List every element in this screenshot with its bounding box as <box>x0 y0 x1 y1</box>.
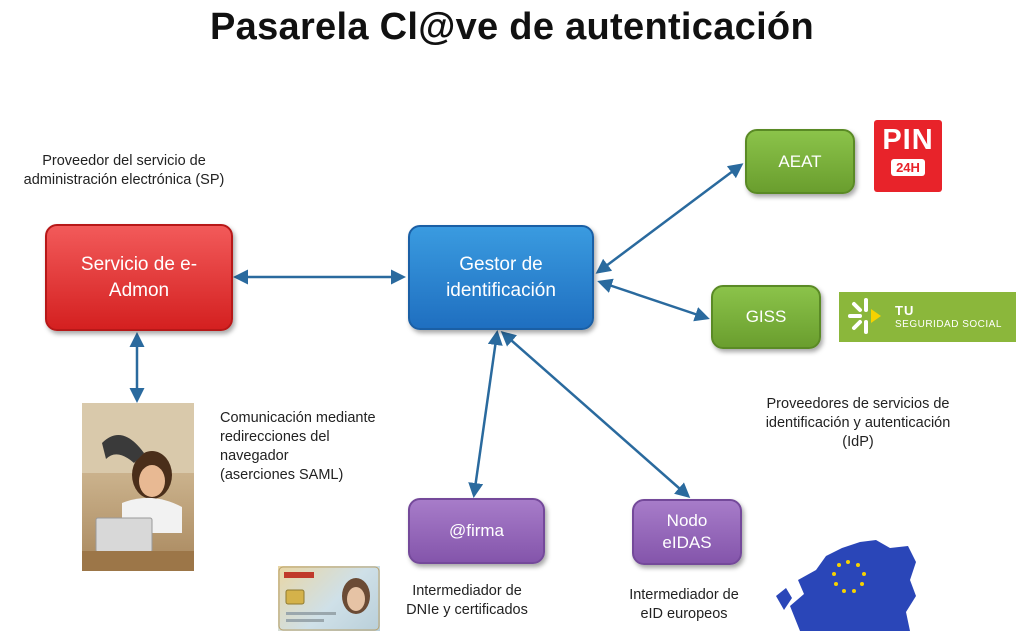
sp-caption: Proveedor del servicio de administración… <box>6 152 242 190</box>
comunicacion-caption: Comunicación mediante redirecciones del … <box>220 409 420 485</box>
firma-caption-line: Intermediador de <box>412 583 522 599</box>
eidas-caption: Intermediador de eID europeos <box>609 586 759 624</box>
comunicacion-caption-line: redirecciones del <box>220 429 330 445</box>
sp-caption-line: Proveedor del servicio de <box>42 153 206 169</box>
dnie-card-photo <box>278 566 380 631</box>
box-gestor-identificacion: Gestor de identificación <box>408 225 594 330</box>
firma-caption-line: DNIe y certificados <box>406 602 528 618</box>
idp-caption-line: identificación y autenticación <box>765 415 951 431</box>
pin-logo-badge: 24H <box>891 159 925 176</box>
box-gestor-line: identificación <box>446 279 556 301</box>
sp-caption-line: administración electrónica (SP) <box>23 172 225 188</box>
seguridad-social-logo: TU SEGURIDAD SOCIAL <box>839 292 1016 342</box>
box-giss-label: GISS <box>745 307 787 326</box>
box-eadmon-line: Servicio de e- <box>80 253 198 275</box>
box-aeat-label: AEAT <box>778 151 822 171</box>
user-laptop-photo <box>82 403 194 571</box>
eidas-caption-line: Intermediador de <box>629 587 739 603</box>
seguridad-social-mark-icon <box>848 298 881 334</box>
eidas-caption-line: eID europeos <box>640 606 728 622</box>
box-servicio-eadmon: Servicio de e- Admon <box>45 224 233 331</box>
arrow-gestor-aeat <box>595 163 744 274</box>
arrow-gestor-firma <box>468 330 503 498</box>
box-firma: @firma <box>408 498 545 564</box>
idp-caption: Proveedores de servicios de identificaci… <box>742 395 974 452</box>
firma-caption: Intermediador de DNIe y certificados <box>392 582 542 620</box>
box-nodo-eidas: Nodo eIDAS <box>632 499 742 565</box>
arrow-gestor-eidas <box>500 331 691 498</box>
comunicacion-caption-line: (aserciones SAML) <box>220 467 344 483</box>
box-firma-label: @firma <box>448 521 505 540</box>
arrow-gestor-giss <box>597 278 710 322</box>
pin24h-logo: PIN 24H <box>874 120 942 192</box>
box-gestor-line: Gestor de <box>459 253 543 275</box>
box-aeat: AEAT <box>745 129 855 194</box>
box-giss: GISS <box>711 285 821 349</box>
idp-caption-line: (IdP) <box>842 434 874 450</box>
seguridad-social-logo-line2: SEGURIDAD SOCIAL <box>895 319 1002 330</box>
pin-logo-text: PIN <box>882 124 934 156</box>
box-eadmon-line: Admon <box>108 279 170 301</box>
europe-map <box>770 536 918 631</box>
idp-caption-line: Proveedores de servicios de <box>766 396 950 412</box>
box-eidas-line: eIDAS <box>662 533 712 552</box>
comunicacion-caption-line: Comunicación mediante <box>220 410 376 426</box>
box-eidas-line: Nodo <box>666 511 708 530</box>
comunicacion-caption-line: navegador <box>220 448 289 464</box>
seguridad-social-logo-line1: TU <box>895 303 915 318</box>
page-title: Pasarela Cl@ve de autenticación <box>210 6 814 48</box>
